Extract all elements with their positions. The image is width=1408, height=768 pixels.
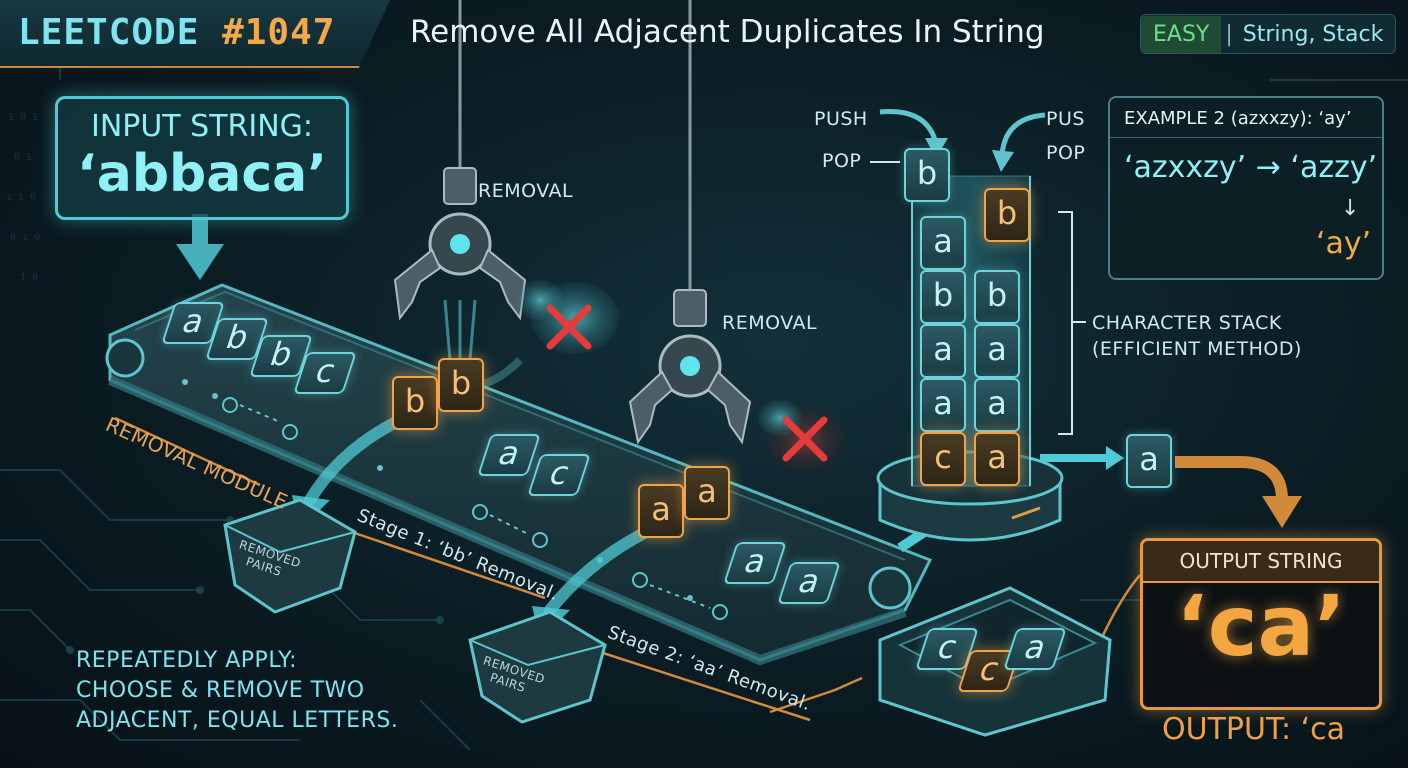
stack-tile-left: a [920,324,966,378]
problem-id-prefix: LEETCODE [18,12,200,53]
instruction-line-3: ADJACENT, EQUAL LETTERS. [76,708,399,733]
ejected-tile: a [1126,434,1172,488]
push-label-right: PUS [1046,108,1085,130]
claw-2 [628,0,752,445]
stack-tile-right: a [974,432,1020,486]
svg-text:1 0: 1 0 [20,272,38,283]
instruction-note: REPEATEDLY APPLY: CHOOSE & REMOVE TWO AD… [76,646,398,736]
bin-1 [223,498,357,614]
smoke-cloud-2 [758,400,847,474]
difficulty-badge: EASY | String, Stack [1140,14,1397,54]
example-2-box: EXAMPLE 2 (azxxzy): ‘ay’ ‘azxxzy’ → ‘azz… [1108,96,1384,280]
push-label-left: PUSH [814,108,868,130]
removed-pair-tile: b [438,358,484,412]
instruction-line-1: REPEATEDLY APPLY: [76,648,298,673]
stack-tile-left: a [920,216,966,270]
claw-1 [393,0,527,370]
stack-tile-left: c [920,432,966,486]
example-2-result: ‘ay’ [1316,226,1372,261]
svg-text:0 1 0: 0 1 0 [10,232,40,243]
svg-text:1 1 0: 1 1 0 [6,192,36,203]
output-caption: OUTPUT: ‘ca [1162,712,1346,747]
pop-label-left: POP [822,150,862,172]
input-arrow [176,214,224,280]
svg-text:0 1: 0 1 [14,152,32,163]
input-value: ‘abbaca’ [76,144,328,204]
stack-tile-right: a [974,324,1020,378]
stack-tile-left: b [920,270,966,324]
incoming-tile-right: b [984,188,1030,242]
bin-2 [468,610,607,724]
stack-tile-left: a [920,378,966,432]
pop-label-right: POP [1046,142,1086,164]
svg-text:1 0 1: 1 0 1 [8,112,38,123]
character-stack-label: CHARACTER STACK (EFFICIENT METHOD) [1092,310,1302,362]
incoming-tile-left: b [904,148,950,202]
removed-pair-tile: a [638,484,684,538]
down-arrow-icon: ↓ [1341,196,1360,221]
output-header: OUTPUT STRING [1143,541,1379,583]
character-stack-label-line2: (EFFICIENT METHOD) [1092,338,1302,360]
removal-label-1: REMOVAL [478,180,574,202]
difficulty-label: EASY [1141,15,1222,53]
problem-title: Remove All Adjacent Duplicates In String [410,14,1045,50]
output-value: ‘ca’ [1175,577,1347,675]
problem-id: LEETCODE #1047 [18,12,335,53]
problem-id-number: #1047 [222,12,336,53]
removed-pair-tile: a [684,466,730,520]
title-plate [0,0,390,68]
smoke-cloud-1 [478,280,619,389]
stack-tile-right: a [974,378,1020,432]
character-stack-label-line1: CHARACTER STACK [1092,312,1282,334]
topics-label: String, Stack [1242,21,1384,47]
example-2-reduction: ‘azxxzy’ → ‘azzy’ [1124,150,1378,185]
removed-pair-tile: b [392,376,438,430]
badge-separator: | [1225,21,1233,47]
instruction-line-2: CHOOSE & REMOVE TWO [76,678,365,703]
example-2-header: EXAMPLE 2 (azxxzy): ‘ay’ [1110,98,1382,138]
input-string-box: INPUT STRING: ‘abbaca’ [55,96,349,220]
stack-tile-right: b [974,270,1020,324]
stack-tower [876,175,1064,542]
removal-label-2: REMOVAL [722,312,818,334]
input-label: INPUT STRING: [90,109,314,144]
output-string-box: OUTPUT STRING ‘ca’ [1140,538,1382,710]
